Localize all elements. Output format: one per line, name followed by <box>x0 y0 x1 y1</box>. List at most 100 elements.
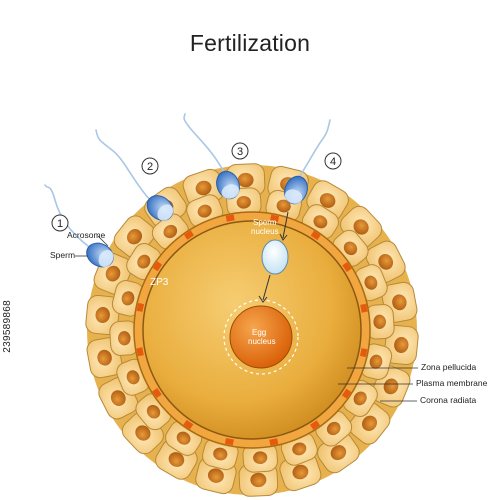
corona-cell-nucleus <box>117 331 131 346</box>
corona-cell-nucleus <box>343 241 358 256</box>
corona-cell <box>383 324 419 366</box>
zp3-receptor <box>270 214 280 223</box>
corona-cell-nucleus <box>110 390 126 406</box>
label-sperm-nucleus-2: nucleus <box>251 227 279 236</box>
stage-marker-3: 3 <box>231 142 249 160</box>
sperm-tail <box>44 184 89 247</box>
corona-cell-nucleus <box>378 254 394 270</box>
stage-markers: 1 2 3 4 <box>51 142 342 232</box>
corona-cell-nucleus <box>195 180 212 196</box>
zp3-receptor <box>310 230 321 241</box>
egg-nucleus-envelope <box>223 299 299 375</box>
corona-cell <box>109 320 140 356</box>
zp3-receptor <box>269 438 279 446</box>
acrosome <box>157 204 174 221</box>
corona-cell-nucleus <box>137 254 151 269</box>
sperm-tail <box>183 113 225 173</box>
corona-cell-nucleus <box>236 195 251 209</box>
corona-cell-nucleus <box>207 468 224 483</box>
label-egg-nucleus-1: Egg <box>252 328 266 337</box>
zp3-receptor <box>136 302 145 312</box>
zp3-receptor <box>225 214 235 222</box>
corona-cell-nucleus <box>276 199 291 213</box>
arrow-to-egg-nucleus-head <box>258 295 268 303</box>
diagram-title: Fertilization <box>189 30 311 56</box>
corona-cell-nucleus <box>250 472 267 488</box>
corona-cell-nucleus <box>383 378 399 395</box>
label-plasma-membrane: Plasma membrane <box>416 378 488 388</box>
sperm-nucleus <box>261 239 289 275</box>
corona-cell-nucleus <box>319 193 336 208</box>
corona-cell-nucleus <box>237 172 254 188</box>
sperm-3 <box>183 113 240 200</box>
corona-cell-nucleus <box>135 425 151 441</box>
corona-cell-nucleus <box>292 464 309 480</box>
label-sperm: Sperm <box>50 250 75 260</box>
stage-number-4: 4 <box>330 156 336 168</box>
corona-cell-nucleus <box>105 265 121 282</box>
zp3-receptor <box>224 437 234 446</box>
leader-acrosome <box>97 235 109 247</box>
zp3-receptors <box>136 214 368 446</box>
corona-cell-nucleus <box>126 370 140 385</box>
corona-cell-nucleus <box>213 447 228 461</box>
corona-cell-nucleus <box>146 404 161 419</box>
label-acrosome: Acrosome <box>67 230 106 240</box>
arrow-entry-head <box>279 233 288 241</box>
sperm-cells <box>44 113 331 268</box>
sperm-4 <box>284 119 331 205</box>
label-sperm-nucleus-1: Sperm <box>253 218 277 227</box>
arrow-to-egg-nucleus <box>262 274 271 301</box>
acrosome <box>98 249 114 268</box>
sperm-tail <box>95 129 151 201</box>
stage-number-2: 2 <box>147 161 153 173</box>
zp3-receptor <box>183 419 194 430</box>
zp3-receptor <box>342 262 352 272</box>
stage-marker-2: 2 <box>141 157 159 175</box>
acrosome <box>221 184 240 199</box>
corona-cell-nucleus <box>353 219 369 235</box>
corona-cell-nucleus <box>369 354 383 369</box>
corona-cell-nucleus <box>168 452 185 467</box>
corona-cell-nucleus <box>253 451 268 465</box>
stage-number-1: 1 <box>57 218 63 230</box>
zp3-receptor <box>184 230 194 240</box>
corona-cell-nucleus <box>313 215 328 229</box>
corona-cell-nucleus <box>292 442 307 456</box>
corona-cell-nucleus <box>394 337 409 353</box>
corona-cell-nucleus <box>97 349 112 366</box>
egg-nucleus <box>229 305 293 369</box>
corona-cell-nucleus <box>353 391 367 406</box>
stage-number-3: 3 <box>237 146 243 158</box>
stage-marker-1: 1 <box>51 214 69 232</box>
corona-cell-nucleus <box>392 294 407 311</box>
zp3-receptor <box>136 347 144 357</box>
zp3-receptor <box>152 261 163 272</box>
zp3-receptor <box>152 388 162 398</box>
corona-cell-nucleus <box>163 224 178 239</box>
corona-cell <box>85 294 121 336</box>
corona-cell-nucleus <box>361 415 378 431</box>
corona-cell <box>242 442 278 473</box>
sperm-2 <box>95 129 174 221</box>
corona-cell-nucleus <box>364 275 378 290</box>
sperm-tail <box>299 119 331 177</box>
label-corona-radiata: Corona radiata <box>420 395 477 405</box>
stage-marker-4: 4 <box>324 152 342 170</box>
zp3-receptor <box>359 348 368 358</box>
acrosome <box>284 189 303 204</box>
sperm-1 <box>44 184 114 268</box>
corona-cell-nucleus <box>121 291 135 306</box>
corona-cell-nucleus <box>373 314 387 329</box>
corona-cell-nucleus <box>326 421 341 436</box>
label-egg-nucleus-2: nucleus <box>248 337 276 346</box>
corona-cell-nucleus <box>330 445 347 461</box>
corona-cell-nucleus <box>95 307 110 323</box>
arrow-entry <box>282 211 289 239</box>
zp3-receptor <box>341 388 352 399</box>
corona-cell-nucleus <box>197 204 212 218</box>
migration-arrows <box>258 211 289 303</box>
zp3-receptor <box>360 303 368 313</box>
